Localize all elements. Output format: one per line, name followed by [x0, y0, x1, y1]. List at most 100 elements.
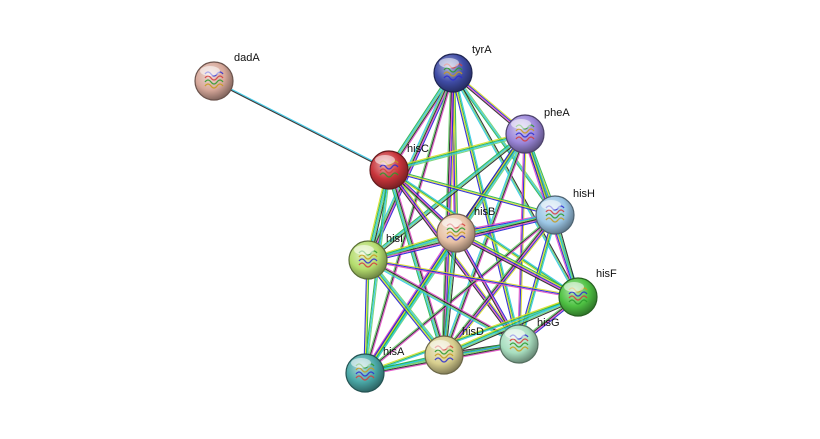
node-label: tyrA — [472, 44, 492, 56]
node-hisB[interactable]: hisB — [436, 206, 495, 253]
edge-evidence-line — [444, 215, 557, 357]
node-label: hisB — [474, 206, 495, 218]
edge-evidence-line — [386, 170, 443, 356]
node-label: hisH — [573, 188, 595, 200]
edge-evidence-line — [451, 73, 519, 345]
edge-evidence-line — [444, 134, 527, 356]
protein-structure-icon — [568, 287, 588, 305]
edge-pheA-hisI — [366, 132, 527, 262]
node-hisH[interactable]: hisH — [535, 188, 595, 235]
edge-evidence-line — [368, 259, 520, 344]
node-highlight — [442, 218, 462, 228]
edge-hisH-hisA — [363, 213, 557, 375]
edge-dadA-hisC — [213, 79, 390, 172]
edge-evidence-line — [445, 216, 558, 357]
edge-evidence-line — [456, 230, 580, 296]
edge-evidence-line — [517, 133, 525, 344]
edge-evidence-line — [363, 232, 456, 373]
node-hisD[interactable]: hisD — [424, 326, 484, 375]
edge-pheA-hisG — [517, 133, 527, 345]
edge-hisB-hisA — [362, 231, 459, 375]
edge-evidence-line — [455, 233, 578, 299]
node-tyrA[interactable]: tyrA — [433, 44, 492, 93]
edge-evidence-line — [365, 215, 557, 375]
edge-evidence-line — [365, 261, 443, 357]
edge-hisF-hisA — [364, 295, 579, 375]
node-highlight — [564, 282, 584, 292]
protein-structure-icon — [434, 345, 454, 363]
edge-evidence-line — [387, 170, 444, 356]
edge-evidence-line — [367, 260, 578, 299]
edge-evidence-line — [365, 233, 458, 374]
nodes-layer: dadA tyrA pheA hisC hisH hisB hisI hisF hisG hisD… — [194, 44, 617, 393]
edge-evidence-line — [367, 259, 445, 356]
node-label: pheA — [544, 107, 570, 119]
edge-evidence-line — [453, 72, 521, 344]
edge-evidence-line — [389, 135, 526, 173]
edge-evidence-line — [454, 234, 578, 300]
edge-evidence-line — [367, 133, 525, 260]
edge-evidence-line — [362, 231, 455, 373]
node-hisG[interactable]: hisG — [499, 317, 560, 364]
edge-evidence-line — [366, 132, 525, 260]
edge-evidence-line — [213, 81, 389, 172]
node-highlight — [439, 58, 459, 68]
edge-evidence-line — [388, 132, 525, 170]
edge-evidence-line — [364, 232, 457, 374]
edge-hisI-hisF — [367, 258, 579, 299]
edge-evidence-line — [456, 231, 579, 297]
node-pheA[interactable]: pheA — [505, 107, 570, 154]
edge-evidence-line — [368, 134, 526, 261]
edge-hisC-hisH — [388, 168, 556, 217]
node-hisA[interactable]: hisA — [345, 346, 405, 393]
protein-structure-icon — [204, 71, 224, 89]
edge-evidence-line — [366, 134, 528, 375]
edge-evidence-line — [454, 72, 522, 344]
edge-evidence-line — [364, 214, 556, 374]
node-highlight — [351, 358, 371, 368]
node-dadA[interactable]: dadA — [194, 52, 260, 101]
node-hisF[interactable]: hisF — [558, 268, 617, 317]
edge-evidence-line — [388, 170, 555, 217]
edge-evidence-line — [453, 72, 557, 215]
node-highlight — [354, 245, 374, 255]
node-label: hisF — [596, 268, 617, 280]
edge-evidence-line — [442, 133, 525, 355]
edge-evidence-line — [441, 232, 455, 355]
edge-evidence-line — [442, 232, 456, 355]
edge-evidence-line — [444, 233, 458, 356]
protein-structure-icon — [379, 160, 399, 178]
edge-evidence-line — [365, 297, 579, 375]
edge-evidence-line — [519, 134, 527, 345]
edge-evidence-line — [368, 258, 446, 355]
edge-evidence-line — [388, 169, 445, 356]
edge-evidence-line — [363, 213, 555, 373]
node-highlight — [541, 200, 561, 210]
edge-evidence-line — [364, 295, 578, 373]
edge-hisB-hisF — [454, 230, 580, 300]
node-label: hisA — [383, 346, 405, 358]
edge-evidence-line — [451, 73, 578, 298]
node-highlight — [430, 340, 450, 350]
edge-evidence-line — [364, 72, 454, 374]
edge-hisC-hisD — [386, 169, 447, 356]
edge-evidence-line — [364, 296, 579, 374]
edge-pheA-hisC — [388, 131, 526, 173]
node-hisC[interactable]: hisC — [369, 143, 429, 190]
edge-tyrA-hisF — [451, 72, 580, 298]
node-label: dadA — [234, 52, 260, 64]
edge-evidence-line — [388, 131, 525, 169]
edge-evidence-line — [363, 72, 453, 373]
edge-evidence-line — [390, 169, 447, 355]
edge-evidence-line — [445, 134, 528, 356]
edge-evidence-line — [368, 134, 527, 262]
edge-evidence-line — [445, 233, 459, 356]
edge-hisI-hisD — [365, 258, 447, 357]
node-hisI[interactable]: hisI — [348, 233, 403, 280]
edge-evidence-line — [520, 215, 558, 345]
edge-evidence-line — [452, 72, 556, 216]
edge-tyrA-hisG — [450, 72, 522, 345]
edge-evidence-line — [389, 168, 556, 215]
edge-evidence-line — [367, 259, 579, 298]
